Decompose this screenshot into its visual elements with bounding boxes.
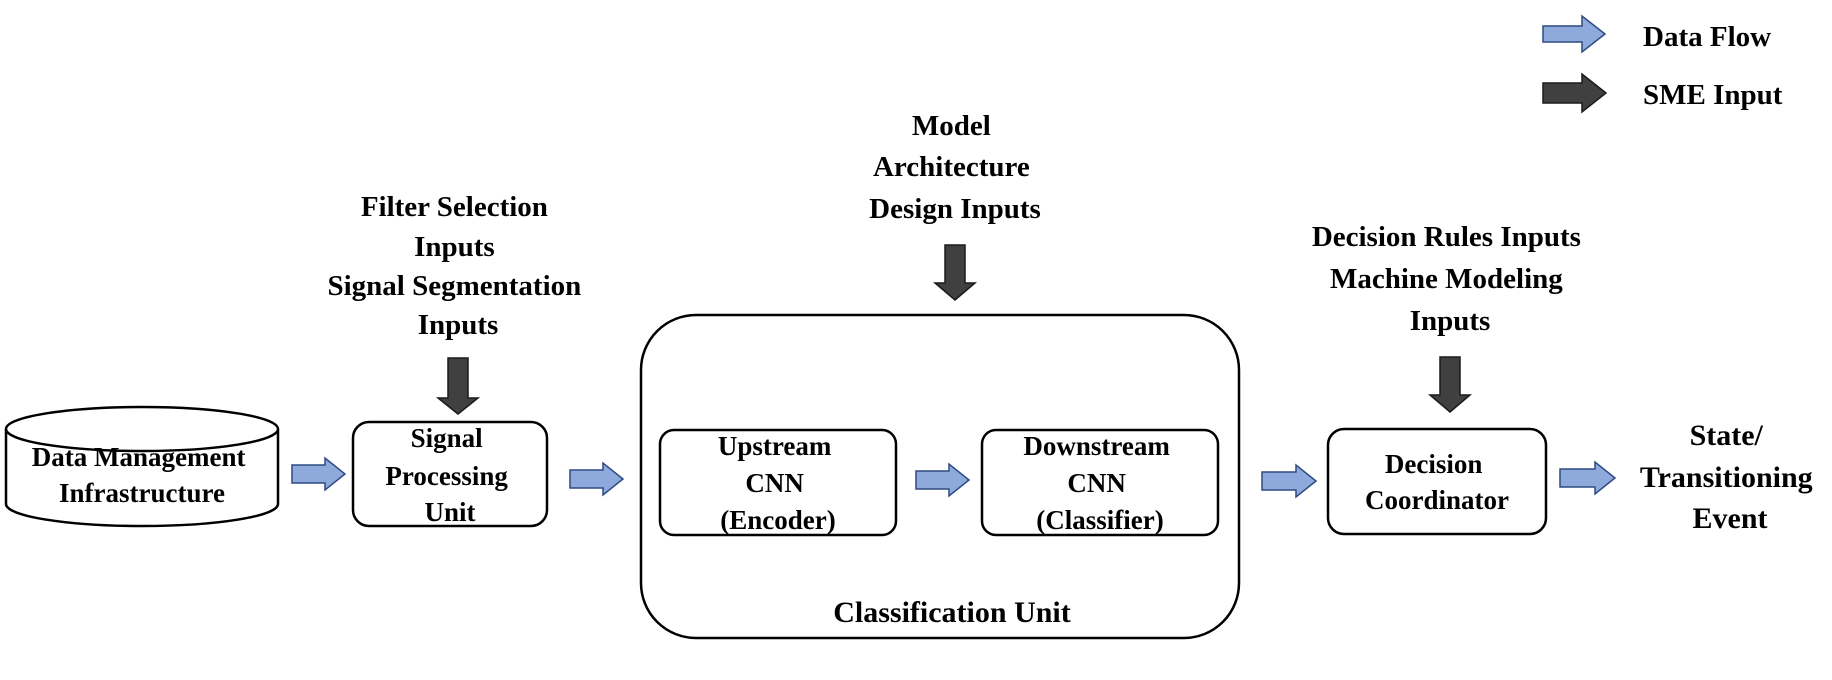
dark-gray-arrow-icon (1542, 72, 1608, 114)
sme-model-line: Model (912, 110, 991, 142)
node-line: (Encoder) (720, 505, 835, 535)
light-blue-arrow-icon (1542, 14, 1607, 54)
legend: Data Flow SME Input (1542, 14, 1783, 114)
node-line: CNN (1067, 468, 1126, 498)
sme-decision-line: Decision Rules Inputs (1312, 221, 1581, 253)
downstream-cnn-label: Downstream CNN (Classifier) (1023, 431, 1176, 535)
node-line: Upstream (718, 431, 832, 461)
signal-processing-label: Signal Processing Unit (385, 423, 514, 527)
decision-coordinator-label: Decision Coordinator (1365, 449, 1509, 515)
node-line: (Classifier) (1036, 505, 1163, 535)
signal-processing-box (351, 420, 549, 528)
sme-decision-line: Inputs (1410, 305, 1491, 337)
sme-arrow-to-decision-coordinator (1427, 356, 1473, 413)
node-line: Decision (1385, 449, 1483, 479)
node-line: CNN (745, 468, 804, 498)
sme-decision-line: Machine Modeling (1330, 263, 1563, 295)
output-line: State/ (1690, 419, 1764, 452)
classification-unit-label: Classification Unit (833, 596, 1071, 629)
sme-signal-line: Inputs (414, 231, 495, 263)
node-line: Data Management (32, 442, 246, 472)
legend-sme-input-label: SME Input (1643, 79, 1783, 111)
sme-signal-line: Filter Selection (361, 191, 548, 223)
sme-signal-line: Inputs (418, 309, 499, 341)
sme-signal-processing-inputs: Filter Selection Inputs Signal Segmentat… (327, 191, 588, 341)
legend-data-flow-label: Data Flow (1643, 21, 1771, 53)
node-line: Unit (424, 497, 475, 527)
flow-arrow-upstream-to-downstream (915, 462, 971, 498)
node-line: Infrastructure (59, 478, 225, 508)
node-line: Signal (411, 423, 484, 453)
cylinder-body (4, 429, 280, 528)
downstream-cnn-box (980, 428, 1220, 537)
flow-arrow-data-to-signal (291, 456, 347, 492)
data-management-node: Data Management Infrastructure (4, 405, 280, 528)
output-line: Event (1693, 502, 1768, 535)
sme-arrow-to-classification-unit (932, 244, 978, 301)
upstream-cnn-box (658, 428, 898, 537)
decision-coordinator-box (1326, 427, 1548, 536)
downstream-cnn-node: Downstream CNN (Classifier) (980, 428, 1220, 537)
node-line: Coordinator (1365, 485, 1509, 515)
data-management-label: Data Management Infrastructure (32, 442, 252, 508)
output-state-transition-label: State/ Transitioning Event (1640, 419, 1820, 535)
upstream-cnn-label: Upstream CNN (Encoder) (718, 431, 838, 535)
node-line: Processing (385, 461, 508, 491)
node-line: Downstream (1023, 431, 1170, 461)
upstream-cnn-node: Upstream CNN (Encoder) (658, 428, 898, 537)
sme-model-line: Architecture (873, 151, 1030, 183)
flow-arrow-decision-to-output (1559, 460, 1617, 496)
flow-arrow-signal-to-classification (569, 461, 625, 497)
signal-processing-node: Signal Processing Unit (351, 420, 549, 528)
sme-arrow-to-signal-processing (435, 357, 481, 415)
sme-model-line: Design Inputs (869, 193, 1041, 225)
flow-arrow-classification-to-decision (1261, 463, 1318, 499)
output-line: Transitioning (1640, 461, 1813, 494)
sme-model-architecture-inputs: Model Architecture Design Inputs (869, 110, 1041, 225)
sme-signal-line: Signal Segmentation (327, 270, 581, 302)
decision-coordinator-node: Decision Coordinator (1326, 427, 1548, 536)
sme-decision-rules-inputs: Decision Rules Inputs Machine Modeling I… (1312, 221, 1588, 337)
cylinder-top (4, 405, 280, 453)
